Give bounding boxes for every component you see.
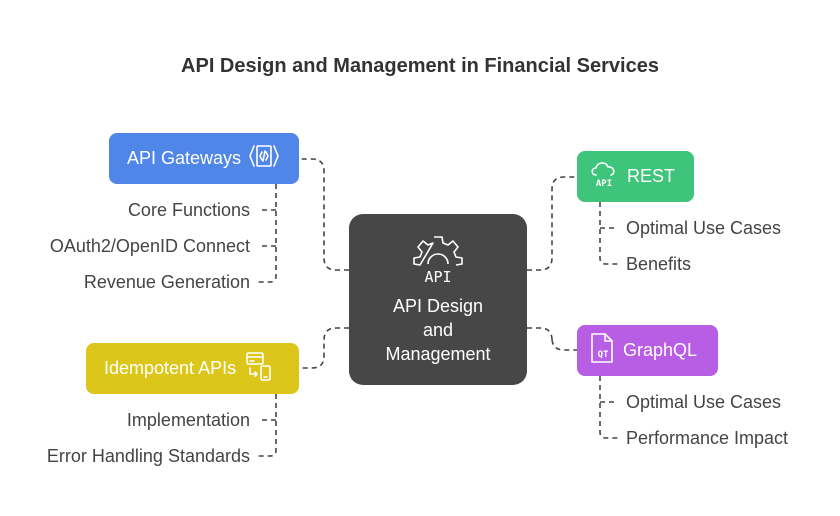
branch-graphql[interactable]: QT GraphQL: [577, 325, 718, 376]
branch-idempotent-apis-label: Idempotent APIs: [104, 358, 237, 378]
connector-graphql-children: [599, 376, 618, 439]
page-title: API Design and Management in Financial S…: [181, 55, 659, 77]
central-topic-line-3: Management: [385, 344, 491, 364]
branch-idempotent-apis[interactable]: Idempotent APIs: [86, 343, 299, 394]
cloud-api-icon: API: [589, 159, 619, 194]
connector-rest-children: [599, 202, 618, 265]
connector-api-gateways: [299, 158, 349, 271]
leaf-graphql-optimal-use-cases[interactable]: Optimal Use Cases: [626, 392, 782, 412]
gear-api-icon: API: [413, 234, 463, 291]
leaf-rest-benefits[interactable]: Benefits: [626, 254, 692, 274]
connector-idempotent-children: [258, 394, 277, 457]
connector-api-gateways-children: [258, 184, 277, 283]
leaf-core-functions[interactable]: Core Functions: [127, 200, 250, 220]
branch-rest[interactable]: API REST: [577, 151, 694, 202]
svg-text:QT: QT: [598, 350, 609, 360]
central-topic-line-2: and: [422, 320, 454, 340]
connector-rest: [527, 176, 577, 271]
svg-text:API: API: [596, 179, 612, 189]
leaf-implementation[interactable]: Implementation: [126, 410, 250, 430]
branch-rest-label: REST: [627, 166, 676, 186]
central-topic[interactable]: API API Design and Management: [349, 214, 527, 385]
leaf-revenue-generation[interactable]: Revenue Generation: [83, 272, 250, 292]
branch-graphql-label: GraphQL: [623, 340, 698, 360]
connector-idempotent-apis: [299, 327, 349, 369]
svg-text:API: API: [424, 268, 451, 286]
connector-graphql: [527, 327, 577, 351]
leaf-error-handling-standards[interactable]: Error Handling Standards: [46, 446, 250, 466]
leaf-rest-optimal-use-cases[interactable]: Optimal Use Cases: [626, 218, 782, 238]
leaf-graphql-performance-impact[interactable]: Performance Impact: [626, 428, 789, 448]
card-mobile-transfer-icon: [244, 351, 274, 386]
branch-api-gateways-label: API Gateways: [127, 148, 242, 168]
leaf-oauth2-openid-connect[interactable]: OAuth2/OpenID Connect: [49, 236, 250, 256]
code-gateway-icon: [249, 143, 279, 174]
central-topic-line-1: API Design: [392, 296, 484, 316]
document-query-icon: QT: [589, 332, 615, 369]
branch-api-gateways[interactable]: API Gateways: [109, 133, 299, 184]
